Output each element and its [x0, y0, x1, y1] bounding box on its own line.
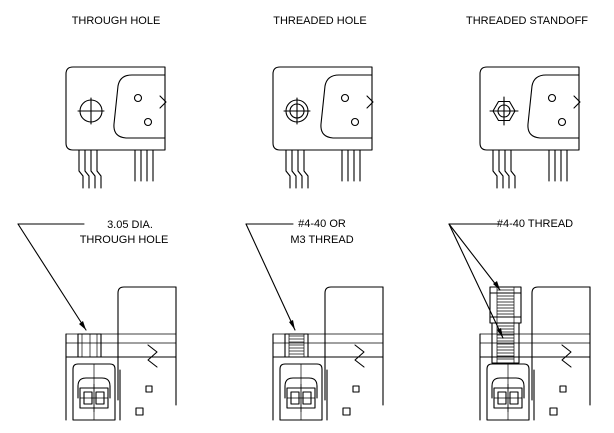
- front-view-through-hole: [65, 66, 167, 189]
- callout-threaded-hole-line1: #4-40 OR: [298, 218, 346, 230]
- stud-thread-hatch: [496, 323, 515, 363]
- front-view-threaded-hole: [272, 66, 374, 189]
- callout-threaded-hole-line2: M3 THREAD: [290, 234, 353, 246]
- leader-threaded-standoff: [448, 223, 504, 339]
- callout-through-hole-line2: THROUGH HOLE: [80, 234, 169, 246]
- front-view-threaded-standoff: [479, 66, 581, 189]
- leader-threaded-hole: [245, 223, 296, 331]
- section-view-threaded-standoff: [479, 286, 591, 421]
- title-threaded-hole: THREADED HOLE: [273, 15, 367, 27]
- title-threaded-standoff: THREADED STANDOFF: [466, 15, 588, 27]
- section-view-threaded-hole: [272, 286, 384, 421]
- standoff-thread-hatch: [496, 287, 515, 323]
- section-view-through-hole: [65, 286, 177, 421]
- title-through-hole: THROUGH HOLE: [72, 15, 161, 27]
- callout-threaded-standoff-line1: #4-40 THREAD: [497, 218, 573, 230]
- thread-hatch: [288, 334, 305, 357]
- callout-through-hole-line1: 3.05 DIA.: [107, 219, 153, 231]
- leader-through-hole: [17, 223, 87, 331]
